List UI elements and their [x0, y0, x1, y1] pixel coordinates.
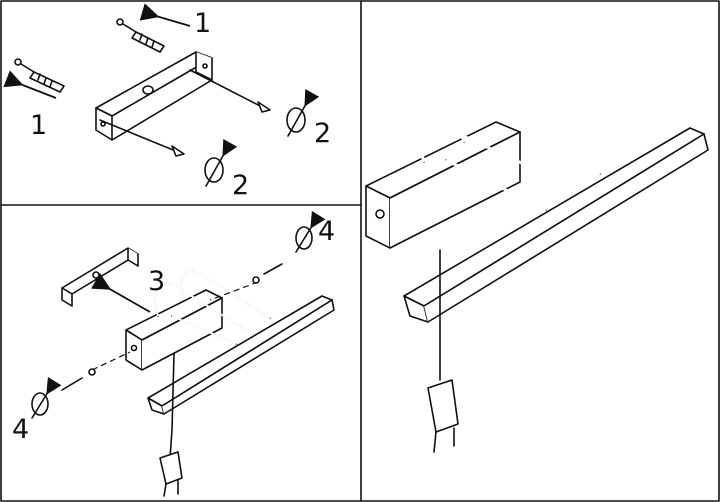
- rotate-icon-upper: [286, 88, 320, 137]
- step-label-3: 3: [148, 266, 165, 297]
- assembled-arms: [419, 106, 601, 212]
- assembled-power-cord: [427, 249, 459, 453]
- step-label-4-top: 4: [318, 216, 335, 247]
- step-label-1-left: 1: [30, 110, 47, 141]
- lamp-base-box: [125, 289, 223, 371]
- wall-bracket: [95, 51, 213, 141]
- screw-upper: [189, 69, 271, 113]
- panel-assembled-lamp: [365, 106, 709, 453]
- arrow-upper: [139, 3, 191, 27]
- screw-lower: [99, 119, 185, 157]
- rotate-icon-lower: [204, 138, 238, 187]
- wall-plug-upper: [116, 18, 165, 53]
- panel-bracket-mounting: 1 1 2 2: [3, 3, 331, 201]
- fix-screw-right: [209, 263, 283, 301]
- arrow-lower: [3, 70, 57, 99]
- lamp-light-bar: [147, 295, 335, 415]
- arrow-lamp: [91, 273, 151, 313]
- fix-screw-left: [61, 351, 131, 391]
- step-label-2-top: 2: [314, 118, 331, 149]
- assembled-base-box: [365, 121, 521, 249]
- wall-plug-lower: [14, 58, 65, 93]
- power-cord: [159, 353, 183, 497]
- step-label-1-top: 1: [194, 8, 211, 39]
- step-label-2-bottom: 2: [232, 170, 249, 201]
- assembled-light-bar: [403, 127, 709, 323]
- rotate-icon-left: [31, 376, 62, 419]
- step-label-4-bottom: 4: [12, 414, 29, 445]
- lamp-arms: [154, 270, 271, 345]
- wall-bracket-small: [61, 247, 139, 307]
- rotate-icon-right: [295, 210, 326, 253]
- panel-lamp-attach: 3 4 4: [12, 210, 335, 497]
